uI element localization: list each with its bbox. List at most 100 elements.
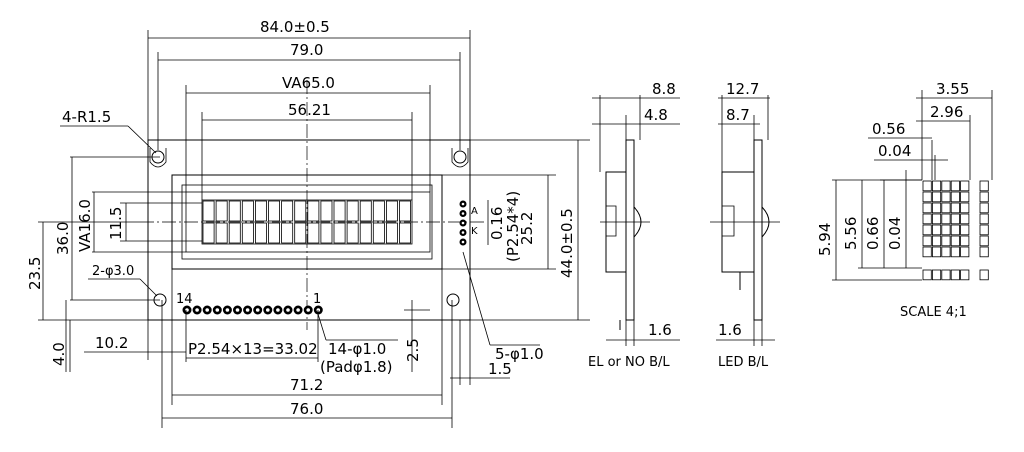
character-cell <box>294 200 307 222</box>
dot-matrix <box>922 180 989 281</box>
dot <box>932 224 942 236</box>
pin-row <box>182 305 323 315</box>
dot <box>950 269 960 281</box>
side-el-depth-bezel: 4.8 <box>644 106 668 124</box>
dot <box>932 269 942 281</box>
front-view: 14 1 A K 84.0±0.5 79.0 VA65.0 56.21 4-R1… <box>26 18 590 428</box>
dot <box>960 235 970 247</box>
character-cell <box>346 222 359 244</box>
character-cell <box>320 222 333 244</box>
pin-1-label: 1 <box>313 292 321 307</box>
pin-a-label: A <box>471 206 478 217</box>
side-led-pcb-thickness: 1.6 <box>718 321 742 339</box>
dim-hole-width: 76.0 <box>290 400 323 418</box>
dot <box>941 202 951 214</box>
backlight-pad-hole <box>461 231 465 234</box>
dim-mount-holes: 2-φ3.0 <box>92 264 134 279</box>
pin-hole <box>276 308 280 312</box>
dot <box>922 191 932 203</box>
character-cell <box>333 222 346 244</box>
dot <box>932 191 942 203</box>
side-led-pcb <box>753 139 763 321</box>
pin-hole <box>286 308 290 312</box>
dim-pin-row-offset: 2.5 <box>404 338 422 362</box>
character-cell <box>307 222 320 244</box>
next-char-dot <box>979 235 989 247</box>
character-detail: 3.55 2.96 0.56 0.04 5.94 5.56 0.66 0.04 … <box>816 80 993 320</box>
dim-height-36: 36.0 <box>54 222 72 255</box>
dot <box>932 180 942 192</box>
pin-hole <box>195 308 199 312</box>
side-el-caption: EL or NO B/L <box>588 355 670 370</box>
dim-pad-diameter: (Padφ1.8) <box>320 358 393 376</box>
dot <box>922 224 932 236</box>
side-led-caption: LED B/L <box>718 355 769 370</box>
character-cell <box>254 222 267 244</box>
dot <box>941 213 951 225</box>
side-el-depth-total: 8.8 <box>652 80 676 98</box>
dim-bl-pad-height: 25.2 <box>518 212 536 245</box>
dim-bezel-width: 71.2 <box>290 376 323 394</box>
character-cell <box>228 200 241 222</box>
char-height-dim: 5.94 <box>816 223 834 256</box>
dot <box>941 235 951 247</box>
dim-bl-offset: 1.5 <box>488 360 512 378</box>
character-cell <box>241 200 254 222</box>
dot-height-dim: 0.66 <box>864 217 882 250</box>
dim-va-height: VA16.0 <box>76 199 94 252</box>
character-cell <box>385 222 398 244</box>
character-cell <box>294 222 307 244</box>
backlight-pad-hole <box>461 212 465 215</box>
next-char-dot <box>979 246 989 258</box>
dim-left-10: 10.2 <box>95 334 128 352</box>
character-cell <box>241 222 254 244</box>
top-right-corner-hole <box>451 148 469 168</box>
side-el-pcb-thickness: 1.6 <box>648 321 672 339</box>
character-cell <box>399 200 412 222</box>
character-cell <box>215 222 228 244</box>
side-led-depth-total: 12.7 <box>726 80 759 98</box>
dot <box>950 235 960 247</box>
dot <box>941 246 951 258</box>
dot <box>922 213 932 225</box>
top-left-corner-hole <box>149 148 167 168</box>
dot <box>922 269 932 281</box>
next-char-dot <box>979 213 989 225</box>
dot <box>922 235 932 247</box>
dot <box>922 246 932 258</box>
dot <box>960 202 970 214</box>
character-cell <box>346 200 359 222</box>
pin-hole <box>306 308 311 312</box>
character-cell <box>202 200 215 222</box>
dot <box>941 191 951 203</box>
dots-width-dim: 2.96 <box>930 103 963 121</box>
character-cell <box>320 200 333 222</box>
dot <box>950 246 960 258</box>
character-cell <box>359 222 372 244</box>
dim-pad-pitch-small: 0.16 <box>488 207 506 240</box>
dot-gap-x-dim: 0.04 <box>878 142 911 160</box>
dot <box>941 269 951 281</box>
pin-hole <box>255 308 260 312</box>
side-view-el: 8.8 4.8 1.6 EL or NO B/L <box>588 80 680 370</box>
backlight-pad-hole <box>461 240 465 244</box>
character-cell <box>254 200 267 222</box>
next-char-dot <box>979 224 989 236</box>
dim-hole-pitch: 79.0 <box>290 41 323 59</box>
dim-pad-pitch-note: (P2.54*4) <box>504 191 522 262</box>
dim-pin-holes: 14-φ1.0 <box>328 340 386 358</box>
dot <box>950 213 960 225</box>
backlight-pad-hole <box>461 221 465 225</box>
character-cell <box>385 200 398 222</box>
dim-active-height: 11.5 <box>107 207 125 240</box>
pin-hole <box>235 308 240 312</box>
character-cell <box>215 200 228 222</box>
pin-14-label: 14 <box>176 292 193 307</box>
pin-hole <box>215 308 220 312</box>
dot <box>950 180 960 192</box>
pin-hole <box>296 308 300 312</box>
dot <box>960 180 970 192</box>
character-cell <box>372 200 385 222</box>
next-char-dot <box>979 269 989 281</box>
